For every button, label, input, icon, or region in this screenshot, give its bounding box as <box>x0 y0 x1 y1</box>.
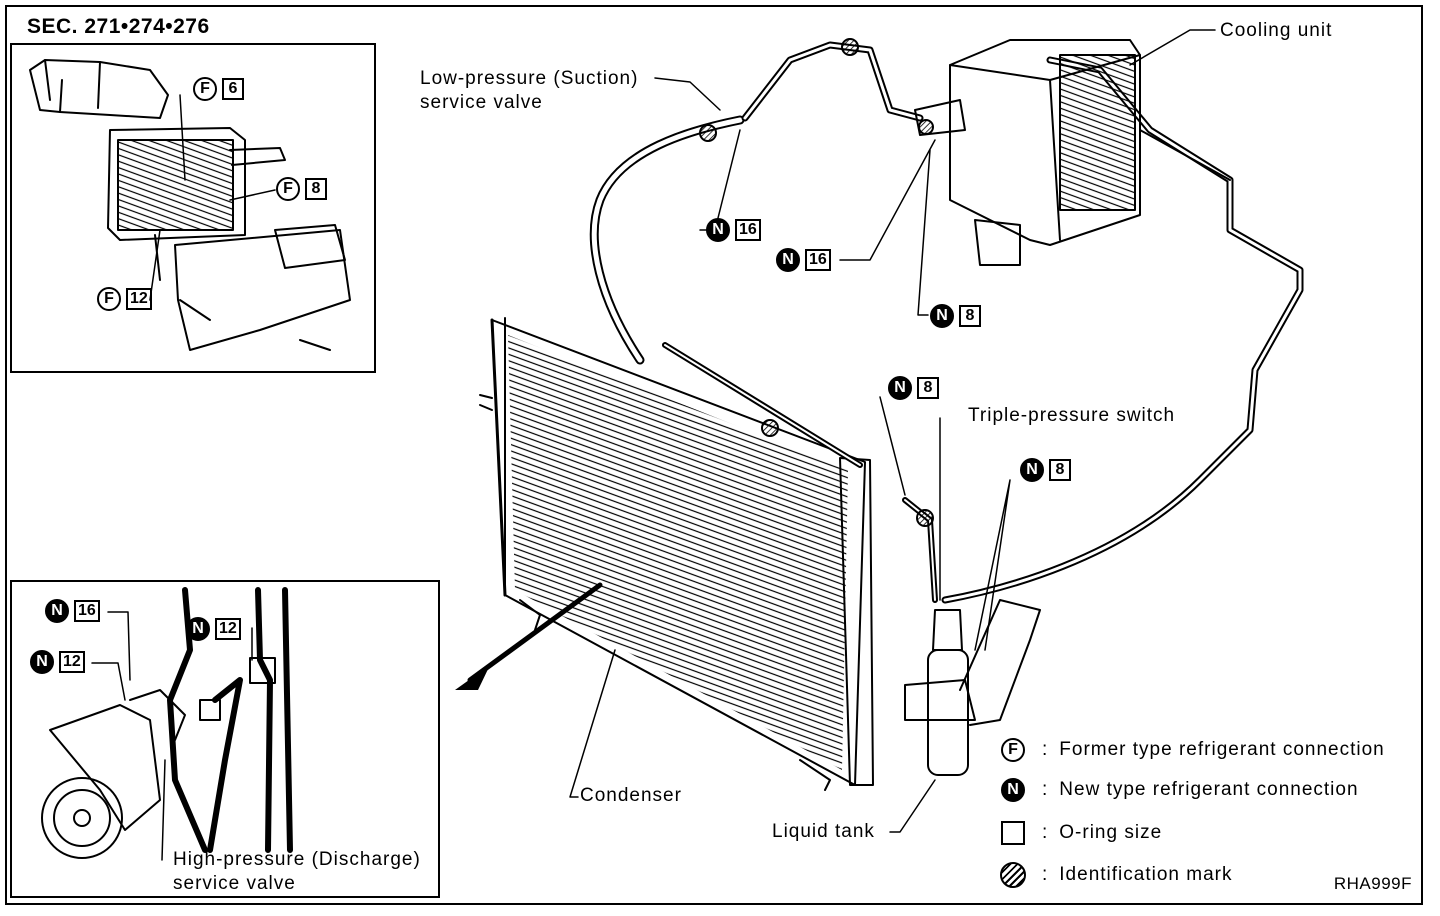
oring-size-box: 12 <box>215 618 241 640</box>
oring-size-icon <box>1001 821 1025 845</box>
badge-comp-n12-a: N 12 <box>186 616 241 642</box>
condenser-graphic <box>479 317 874 791</box>
new-type-icon: N <box>776 248 800 272</box>
former-type-icon: F <box>193 77 217 101</box>
export-arrow-head <box>455 665 490 690</box>
identification-marks <box>699 38 934 527</box>
inset-cooling-unit-parts <box>29 59 351 351</box>
oring-size-box: 16 <box>805 249 831 271</box>
badge-main-n8-a: N 8 <box>930 303 981 329</box>
legend-new-text: New type refrigerant connection <box>1059 779 1359 800</box>
new-type-icon: N <box>706 218 730 242</box>
former-type-icon: F <box>1001 738 1025 762</box>
diagram-frame <box>5 5 1423 905</box>
oring-size-box: 8 <box>1049 459 1071 481</box>
badge-comp-n12-b: N 12 <box>30 649 85 675</box>
legend-mark-text: Identification mark <box>1059 864 1233 885</box>
legend-colon: : <box>1042 822 1048 843</box>
oring-size-box: 16 <box>735 219 761 241</box>
oring-size-box: 12 <box>59 651 85 673</box>
legend-colon: : <box>1042 739 1048 760</box>
figure-code: RHA999F <box>1333 874 1412 893</box>
oring-size-box: 12 <box>126 288 152 310</box>
badge-inset-f6: F 6 <box>193 76 244 102</box>
badge-main-n16-a: N 16 <box>706 217 761 243</box>
cooling-unit-label: Cooling unit <box>1220 20 1333 41</box>
new-type-icon: N <box>930 304 954 328</box>
former-type-icon: F <box>276 177 300 201</box>
oring-size-box: 8 <box>305 178 327 200</box>
oring-size-box: 8 <box>959 305 981 327</box>
former-type-icon: F <box>97 287 121 311</box>
new-type-icon: N <box>30 650 54 674</box>
cooling-unit-graphic <box>914 39 1231 266</box>
new-type-icon: N <box>186 617 210 641</box>
badge-main-n8-b: N 8 <box>888 375 939 401</box>
badge-comp-n16: N 16 <box>45 598 100 624</box>
legend-colon: : <box>1042 864 1048 885</box>
new-type-icon: N <box>1020 458 1044 482</box>
legend-colon: : <box>1042 779 1048 800</box>
badge-inset-f8: F 8 <box>276 176 327 202</box>
triple-pressure-switch-label: Triple-pressure switch <box>968 405 1176 426</box>
legend-former-text: Former type refrigerant connection <box>1059 739 1385 760</box>
legend-former: F : Former type refrigerant connection <box>998 735 1385 765</box>
oring-size-box: 16 <box>74 600 100 622</box>
section-title: SEC. 271•274•276 <box>27 15 210 38</box>
badge-main-n16-b: N 16 <box>776 247 831 273</box>
oring-size-box: 6 <box>222 78 244 100</box>
legend-oring: : O-ring size <box>998 818 1162 848</box>
liquid-tank-graphic <box>904 599 1041 776</box>
leader-lines <box>91 29 1216 861</box>
legend-mark: : Identification mark <box>998 860 1232 890</box>
identification-mark-icon <box>1000 862 1026 888</box>
oring-size-box: 8 <box>917 377 939 399</box>
condenser-label: Condenser <box>580 785 682 806</box>
compressor-graphic <box>41 587 293 859</box>
legend-new: N : New type refrigerant connection <box>998 775 1359 805</box>
low-pressure-valve-label: Low-pressure (Suction) service valve <box>420 68 639 113</box>
badge-main-n8-c: N 8 <box>1020 457 1071 483</box>
liquid-tank-label: Liquid tank <box>772 821 875 842</box>
legend-oring-text: O-ring size <box>1059 822 1163 843</box>
badge-inset-f12: F 12 <box>97 286 152 312</box>
high-pressure-valve-label: High-pressure (Discharge) service valve <box>173 849 421 894</box>
new-type-icon: N <box>45 599 69 623</box>
new-type-icon: N <box>1001 778 1025 802</box>
new-type-icon: N <box>888 376 912 400</box>
